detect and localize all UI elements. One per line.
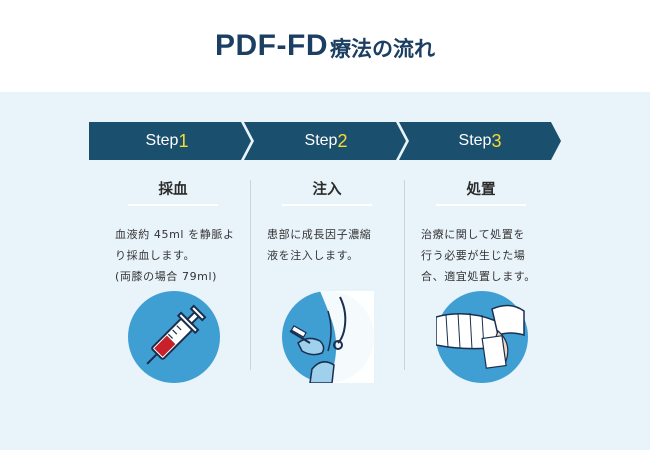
- column-divider: [250, 180, 251, 370]
- title-underline: [436, 204, 526, 206]
- step-description: 患部に成長因子濃縮 液を注入します。: [267, 228, 372, 262]
- injection-doctor-icon: [282, 291, 374, 383]
- step-description: 血液約 45ml を静脈よ り採血します。 (両膝の場合 79ml): [115, 228, 235, 283]
- step-arrow-bar: [89, 122, 561, 160]
- step-arrow-3: [399, 122, 561, 160]
- step-arrow-2: [244, 122, 406, 160]
- step-arrow-1: [89, 122, 251, 160]
- title-underline: [282, 204, 372, 206]
- step-title: 採血: [158, 182, 188, 198]
- syringe-icon: [128, 291, 220, 383]
- step-title: 注入: [312, 182, 342, 198]
- page-title-sub: 療法の流れ: [329, 37, 435, 61]
- step-title: 処置: [466, 182, 496, 198]
- bandaged-arm-icon: [436, 291, 528, 383]
- title-underline: [128, 204, 218, 206]
- column-divider: [404, 180, 405, 370]
- page-title-main: PDF-FD: [215, 29, 328, 62]
- step-description: 治療に関して処置を 行う必要が生じた場 合、適宜処置します。: [421, 228, 536, 283]
